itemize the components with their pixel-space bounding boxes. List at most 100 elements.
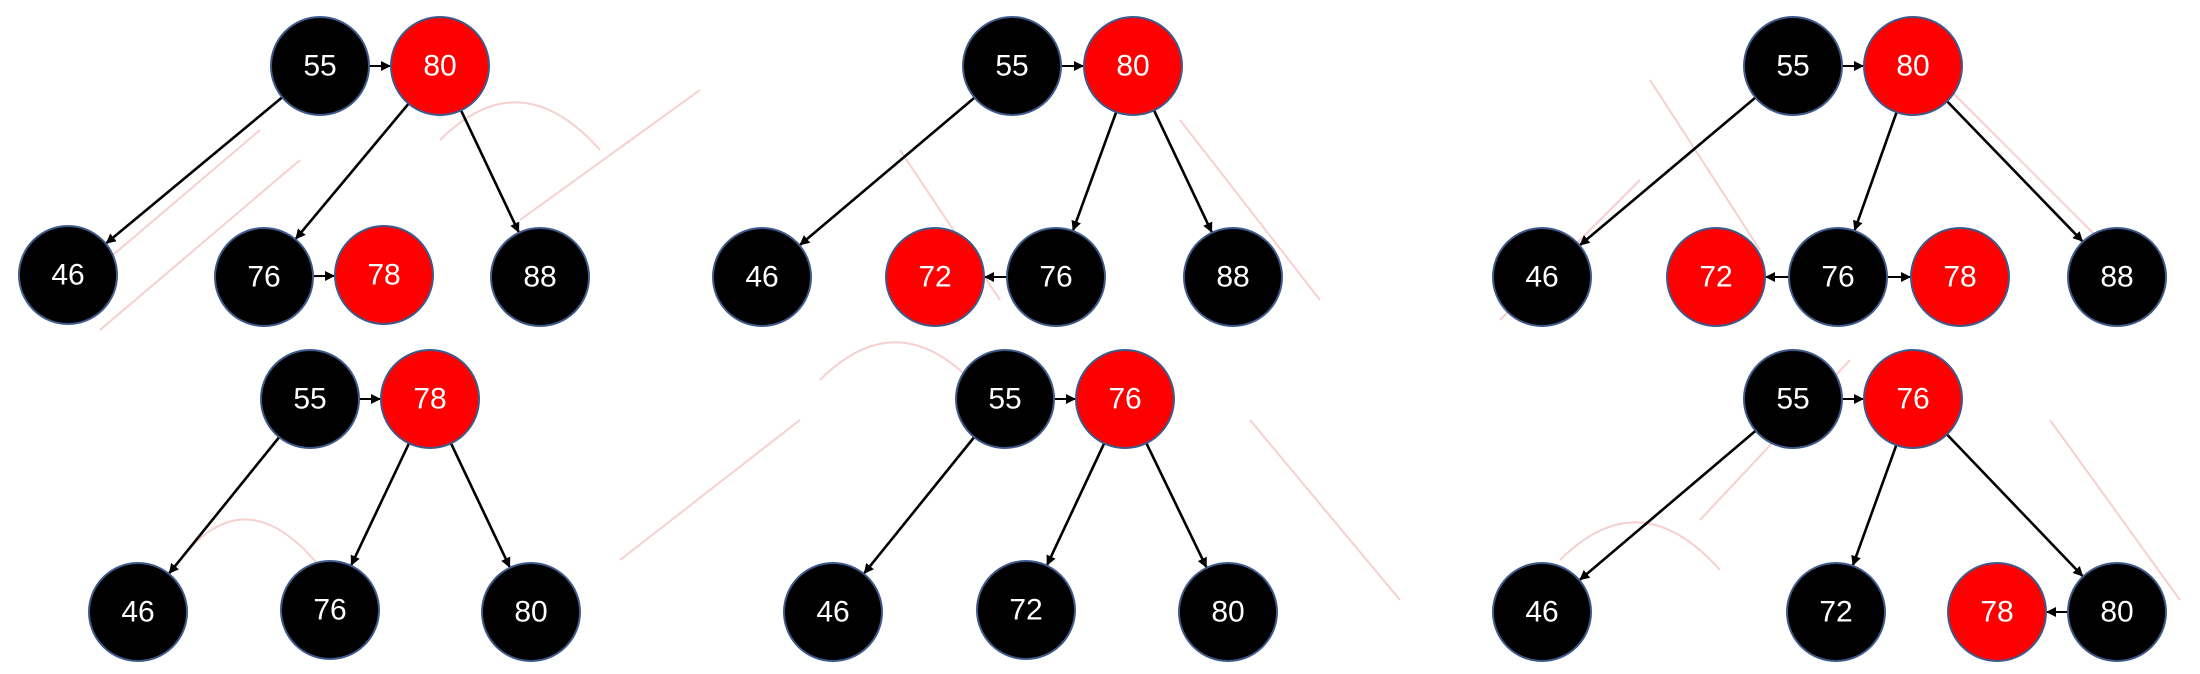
tree-4-nodes: 55 78 46 76 80 <box>88 349 581 662</box>
node-circle <box>976 560 1076 660</box>
child-edge-80-76 <box>1853 111 1898 231</box>
node-circle <box>1863 349 1963 449</box>
tree-4-edges <box>168 394 511 574</box>
child-edge-78-80 <box>449 442 511 568</box>
node-label: 46 <box>1525 596 1558 629</box>
node-label: 76 <box>1039 261 1072 294</box>
tree-node-46-black: 46 <box>1492 227 1592 327</box>
tree-1-edges <box>105 61 520 281</box>
node-circle <box>783 562 883 662</box>
node-label: 80 <box>423 50 456 83</box>
node-label: 76 <box>1821 261 1854 294</box>
child-edge-80-88 <box>459 109 520 233</box>
child-edge-55-46 <box>1579 96 1757 246</box>
node-label: 55 <box>1776 383 1809 416</box>
tree-6-edges <box>1579 394 2084 617</box>
node-label: 80 <box>514 596 547 629</box>
tree-node-80-red: 80 <box>1863 16 1963 116</box>
node-circle <box>18 225 118 325</box>
tree-node-80-red: 80 <box>1083 16 1183 116</box>
tree-node-46-black: 46 <box>712 227 812 327</box>
node-circle <box>1666 227 1766 327</box>
tree-5-nodes: 55 76 46 72 80 <box>783 349 1278 662</box>
node-label: 88 <box>2100 261 2133 294</box>
node-circle <box>1492 562 1592 662</box>
tree-node-55-black: 55 <box>1743 16 1843 116</box>
node-label: 55 <box>303 50 336 83</box>
child-edge-80-88 <box>1152 109 1213 233</box>
node-circle <box>1183 227 1283 327</box>
node-label: 72 <box>1819 596 1852 629</box>
node-circle <box>1178 562 1278 662</box>
tree-node-72-red: 72 <box>885 227 985 327</box>
tree-node-78-red: 78 <box>1910 227 2010 327</box>
node-circle <box>1743 349 1843 449</box>
tree-node-46-black: 46 <box>1492 562 1592 662</box>
node-label: 76 <box>247 261 280 294</box>
node-circle <box>1786 562 1886 662</box>
node-circle <box>1006 227 1106 327</box>
tree-node-80-black: 80 <box>2067 562 2167 662</box>
node-circle <box>390 16 490 116</box>
tree-2-edges <box>799 61 1213 282</box>
node-circle <box>1743 16 1843 116</box>
node-circle <box>2067 562 2167 662</box>
node-label: 72 <box>918 261 951 294</box>
edges-layer <box>105 61 2084 617</box>
node-label: 78 <box>367 259 400 292</box>
node-circle <box>88 562 188 662</box>
node-label: 46 <box>816 596 849 629</box>
tree-node-76-black: 76 <box>1788 227 1888 327</box>
tree-node-72-black: 72 <box>1786 562 1886 662</box>
node-circle <box>1910 227 2010 327</box>
node-label: 76 <box>313 594 346 627</box>
tree-node-80-black: 80 <box>1178 562 1278 662</box>
child-edge-80-76 <box>295 102 410 240</box>
node-label: 46 <box>121 596 154 629</box>
node-circle <box>490 227 590 327</box>
node-label: 80 <box>2100 596 2133 629</box>
tree-node-80-black: 80 <box>481 562 581 662</box>
tree-node-80-red: 80 <box>390 16 490 116</box>
watermark <box>59 79 2181 601</box>
tree-node-78-red: 78 <box>1947 562 2047 662</box>
child-edge-55-46 <box>105 96 284 245</box>
tree-1-nodes: 55 80 46 76 78 88 <box>18 16 590 327</box>
node-circle <box>1863 16 1963 116</box>
node-label: 76 <box>1108 383 1141 416</box>
tree-node-78-red: 78 <box>380 349 480 449</box>
node-label: 78 <box>413 383 446 416</box>
node-label: 78 <box>1980 596 2013 629</box>
node-label: 88 <box>523 261 556 294</box>
child-edge-76-72 <box>1851 444 1898 566</box>
tree-node-55-black: 55 <box>962 16 1062 116</box>
node-circle <box>1788 227 1888 327</box>
child-edge-55-46 <box>799 96 976 246</box>
node-label: 46 <box>745 261 778 294</box>
tree-node-76-black: 76 <box>280 560 380 660</box>
tree-node-76-black: 76 <box>214 227 314 327</box>
node-label: 55 <box>995 50 1028 83</box>
tree-node-55-black: 55 <box>260 349 360 449</box>
tree-node-88-black: 88 <box>490 227 590 327</box>
node-circle <box>962 16 1062 116</box>
node-label: 78 <box>1943 261 1976 294</box>
tree-node-72-black: 72 <box>976 560 1076 660</box>
node-label: 76 <box>1896 383 1929 416</box>
tree-node-78-red: 78 <box>334 225 434 325</box>
child-edge-76-72 <box>1046 442 1106 566</box>
tree-6-nodes: 55 76 46 72 78 80 <box>1492 349 2167 662</box>
tree-5-edges <box>863 394 1208 574</box>
node-circle <box>955 349 1055 449</box>
tree-node-46-black: 46 <box>18 225 118 325</box>
node-label: 80 <box>1211 596 1244 629</box>
node-circle <box>712 227 812 327</box>
node-label: 72 <box>1009 594 1042 627</box>
child-edge-80-76 <box>1071 111 1118 231</box>
node-circle <box>280 560 380 660</box>
node-label: 55 <box>988 383 1021 416</box>
node-label: 55 <box>293 383 326 416</box>
